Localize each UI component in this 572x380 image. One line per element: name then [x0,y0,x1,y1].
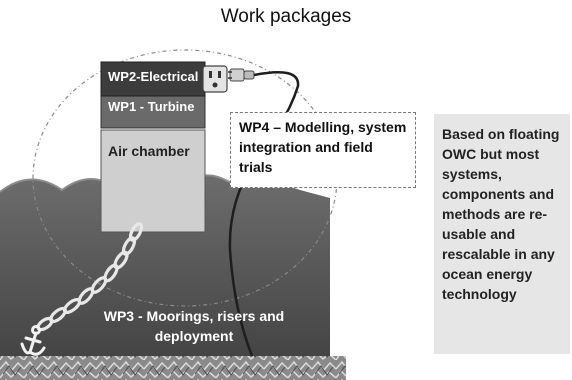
device-turbine-section [100,95,206,129]
wp1-turbine-label: WP1 - Turbine [108,99,195,114]
anchor-icon [20,325,46,356]
wp3-moorings-label: WP3 - Moorings, risers and deployment [103,308,285,344]
device-body [100,129,206,233]
wp2-electrical-label: WP2-Electrical [108,69,199,84]
side-note-box: Based on floating OWC but most systems, … [434,114,570,354]
chain-icon [36,222,144,332]
diagram-title: Work packages [220,6,352,27]
air-chamber-label: Air chamber [108,143,190,159]
sea [0,169,330,380]
wp4-modelling-box: WP4 – Modelling, system integration and … [230,112,416,188]
sea-floor [0,356,346,380]
power-socket-icon [202,65,228,93]
power-plug-icon [228,68,255,82]
